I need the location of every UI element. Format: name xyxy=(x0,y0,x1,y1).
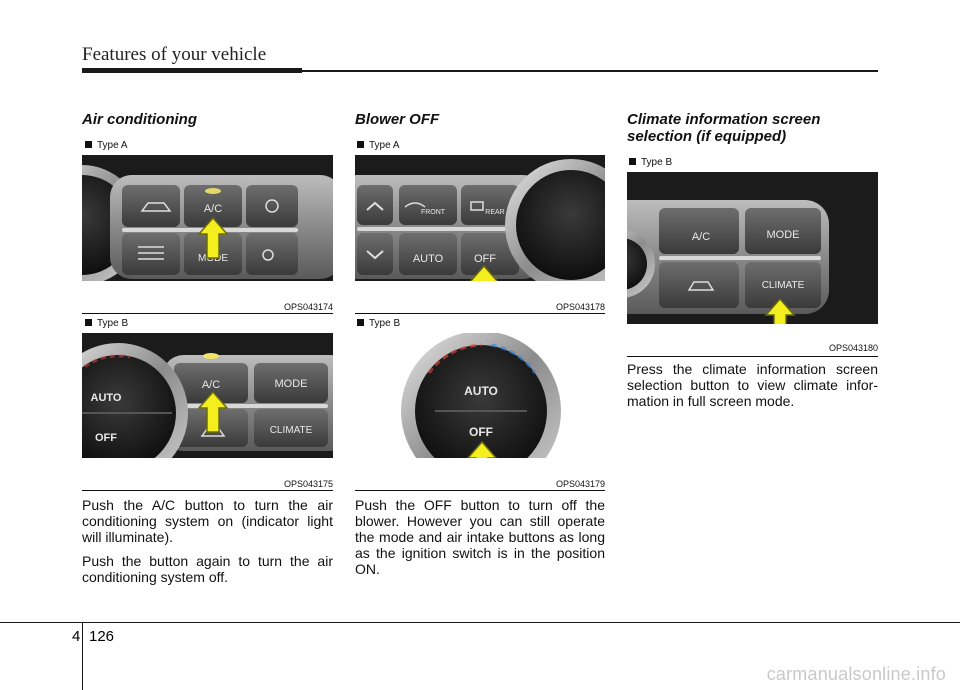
paragraph: Push the A/C button to turn the air cond… xyxy=(82,497,333,545)
footer-divider xyxy=(82,622,83,690)
type-b-label: Type B xyxy=(629,157,672,168)
button-auto: AUTO xyxy=(413,253,444,265)
button-off: OFF xyxy=(469,425,493,439)
paragraph: Push the OFF button to turn off the blow… xyxy=(355,497,605,577)
type-b-label: Type B xyxy=(85,318,128,329)
header-rule xyxy=(82,68,302,73)
button-mode: MODE xyxy=(275,378,308,390)
figure-ac-type-b: AUTO OFF A/C MODE CLIMATE xyxy=(82,333,333,458)
button-climate: CLIMATE xyxy=(762,280,805,291)
figure-blower-type-b: AUTO OFF xyxy=(355,333,605,458)
header-rule-thin xyxy=(302,70,878,72)
section-body-climate-info: Press the climate information screen sel… xyxy=(627,361,878,417)
section-body-blower-off: Push the OFF button to turn off the blow… xyxy=(355,497,605,585)
watermark: carmanualsonline.info xyxy=(766,664,946,684)
footer-rule xyxy=(0,622,960,623)
button-mode: MODE xyxy=(767,229,800,241)
figure-code: OPS043180 xyxy=(828,343,878,353)
paragraph: Press the climate information screen sel… xyxy=(627,361,878,409)
figure-rule xyxy=(355,490,605,491)
running-header: Features of your vehicle xyxy=(82,44,267,65)
type-a-label: Type A xyxy=(85,140,128,151)
button-off: OFF xyxy=(474,253,496,265)
button-ac: A/C xyxy=(204,203,222,215)
figure-rule xyxy=(82,490,333,491)
figure-code: OPS043175 xyxy=(283,479,333,489)
paragraph: Push the button again to turn the air co… xyxy=(82,553,333,585)
section-title-blower-off: Blower OFF xyxy=(355,111,440,128)
chapter-number: 4 xyxy=(72,628,81,645)
figure-climate-type-b: A/C MODE CLIMATE xyxy=(627,172,878,324)
figure-ac-type-a: A/C MODE xyxy=(82,155,333,281)
button-rear-defrost: REAR xyxy=(485,209,504,216)
figure-rule xyxy=(627,356,878,357)
button-front-defrost: FRONT xyxy=(421,209,446,216)
button-off: OFF xyxy=(95,432,117,444)
section-title-air-conditioning: Air conditioning xyxy=(82,111,197,128)
button-auto: AUTO xyxy=(464,384,498,398)
figure-rule xyxy=(82,313,333,314)
section-body-air-conditioning: Push the A/C button to turn the air cond… xyxy=(82,497,333,593)
figure-blower-type-a: FRONT REAR AUTO OFF xyxy=(355,155,605,281)
figure-code: OPS043174 xyxy=(283,302,333,312)
section-title-climate-info: Climate information screen selection (if… xyxy=(627,111,821,145)
figure-rule xyxy=(355,313,605,314)
page-number: 126 xyxy=(89,628,115,645)
button-ac: A/C xyxy=(202,379,220,391)
button-auto: AUTO xyxy=(91,392,122,404)
button-climate: CLIMATE xyxy=(270,425,313,436)
type-b-label: Type B xyxy=(357,318,400,329)
figure-code: OPS043179 xyxy=(555,479,605,489)
type-a-label: Type A xyxy=(357,140,400,151)
figure-code: OPS043178 xyxy=(555,302,605,312)
button-ac: A/C xyxy=(692,231,710,243)
